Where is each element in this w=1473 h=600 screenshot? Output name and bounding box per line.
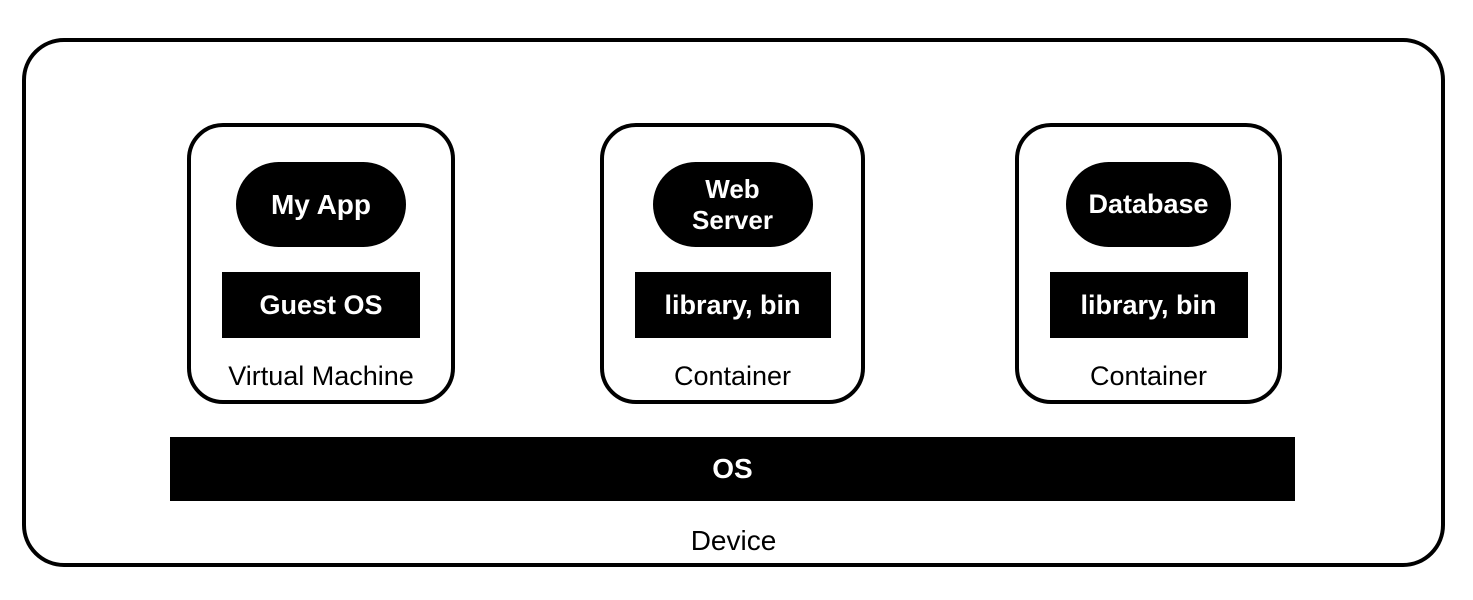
layer-box-label: library, bin <box>1080 289 1217 320</box>
app-pill-label: Database <box>1088 188 1209 219</box>
os-bar: OS <box>170 437 1295 501</box>
unit-label-container-1: Container <box>673 361 792 391</box>
layer-box-label: library, bin <box>664 289 801 320</box>
layer-box-library-bin-1: library, bin <box>634 272 831 338</box>
app-pill-label: Web Server <box>692 173 773 235</box>
unit-box-container-2: Database library, bin Container <box>1015 123 1282 404</box>
unit-label-container-2: Container <box>1089 361 1208 391</box>
unit-label-virtual-machine: Virtual Machine <box>228 361 414 391</box>
app-pill-label: My App <box>270 188 372 220</box>
unit-box-container-1: Web Server library, bin Container <box>600 123 865 404</box>
app-pill-database: Database <box>1066 162 1231 247</box>
os-bar-label: OS <box>712 453 753 484</box>
device-label: Device <box>690 525 777 556</box>
layer-box-guest-os: Guest OS <box>222 272 420 338</box>
layer-box-library-bin-2: library, bin <box>1049 272 1248 338</box>
app-pill-my-app: My App <box>236 162 406 247</box>
layer-box-label: Guest OS <box>259 289 383 320</box>
device-box: My App Guest OS Virtual Machine Web Serv… <box>22 38 1445 567</box>
unit-box-virtual-machine: My App Guest OS Virtual Machine <box>187 123 455 404</box>
app-pill-web-server: Web Server <box>652 162 813 247</box>
